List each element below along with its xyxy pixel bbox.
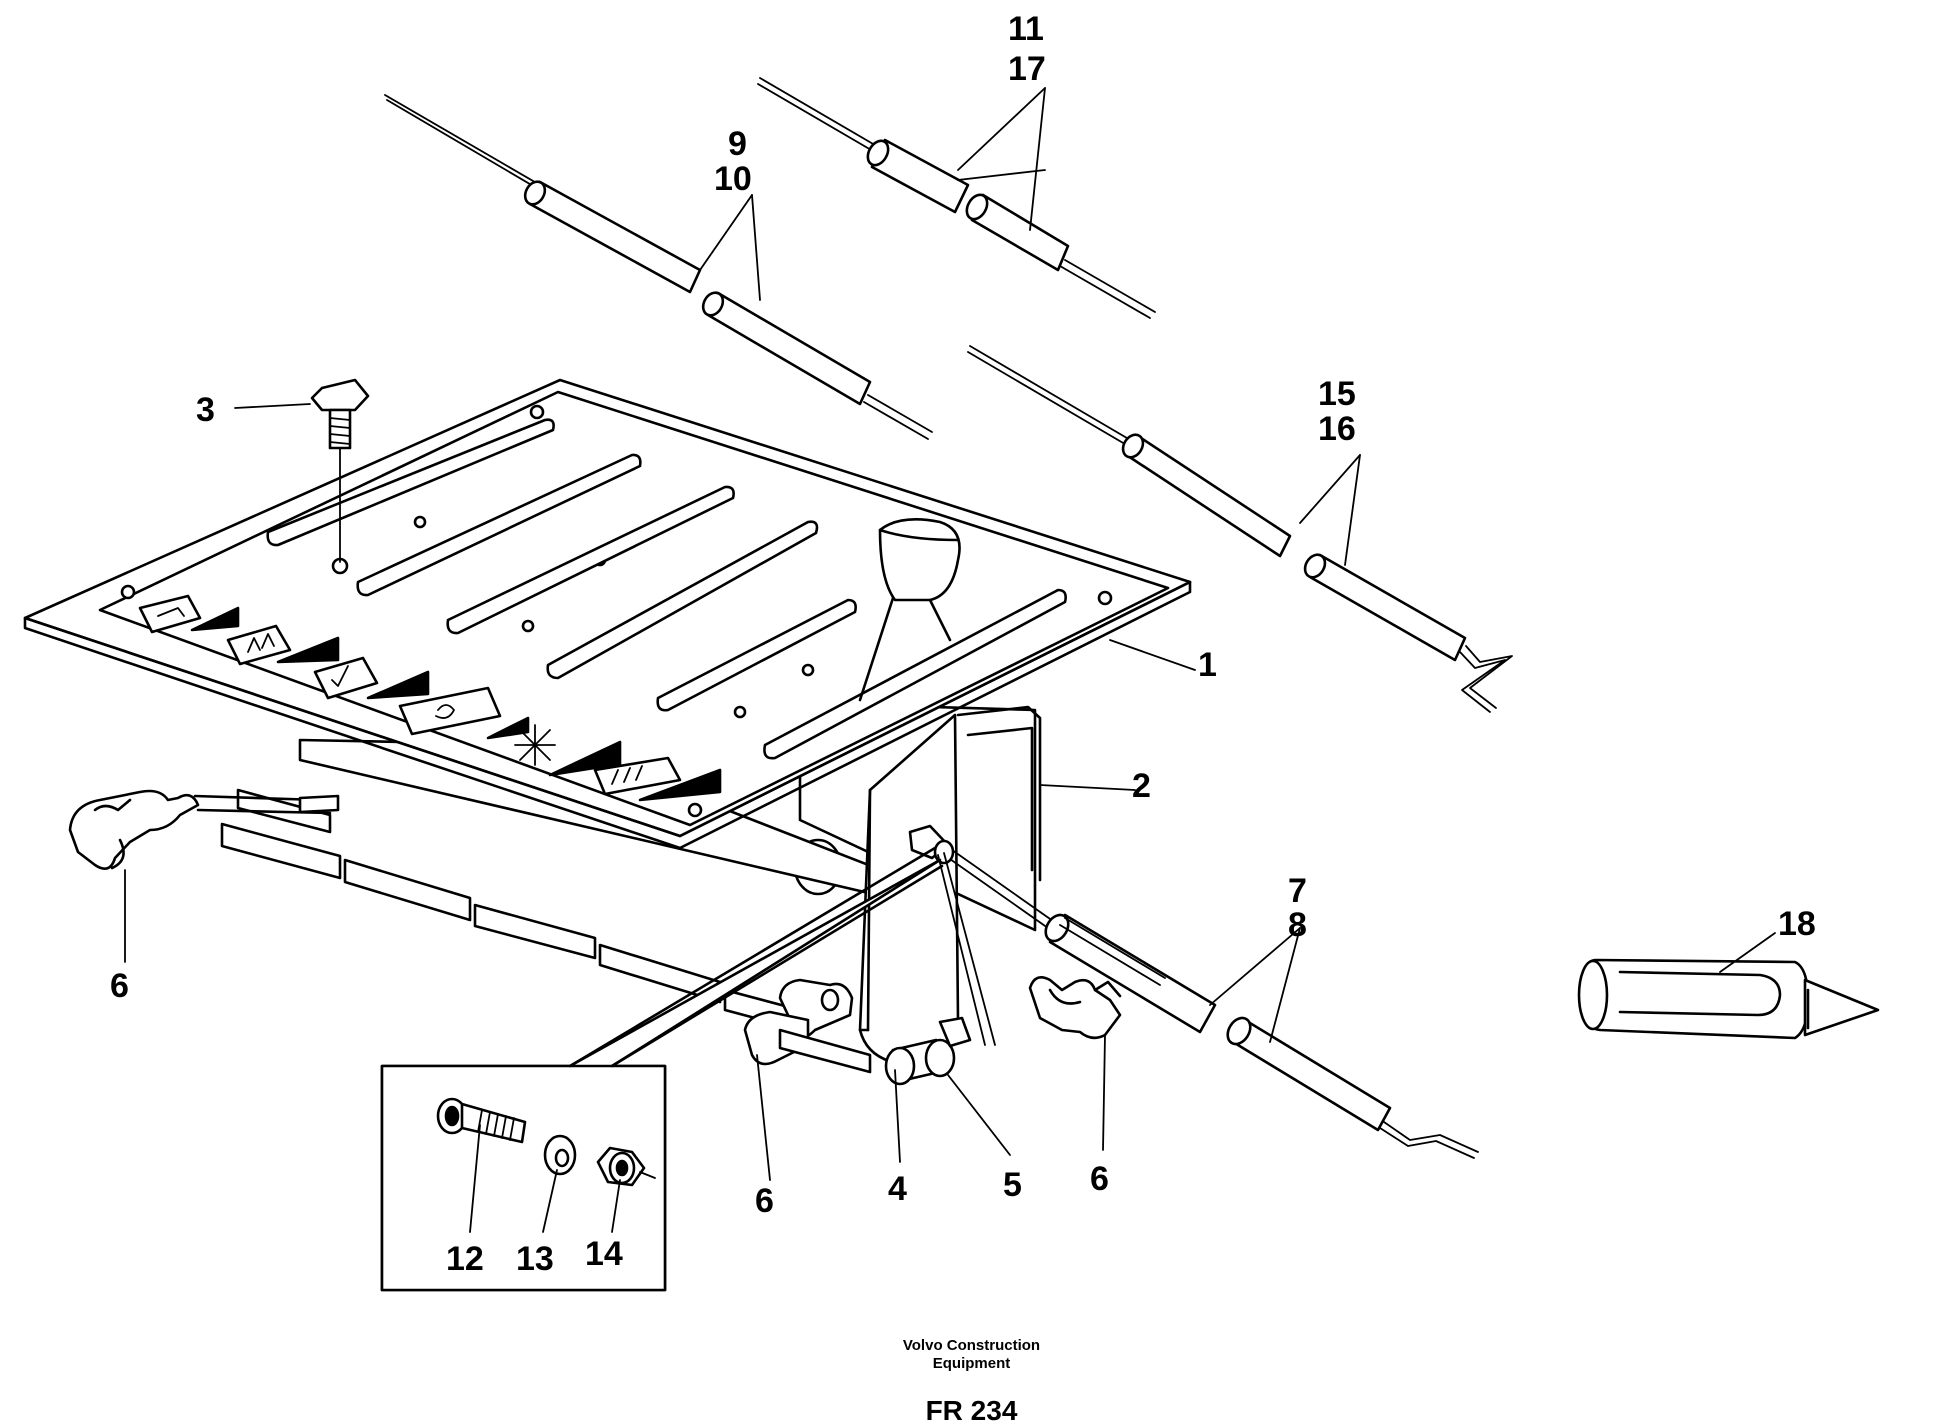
pivot-bolt xyxy=(908,824,996,1046)
callout-13: 13 xyxy=(516,1240,554,1278)
publisher-label: Volvo Construction Equipment xyxy=(0,1337,1943,1373)
control-cable-15-16 xyxy=(967,345,1513,713)
figure-code: FR 234 xyxy=(925,1395,1018,1426)
publisher-line-2: Equipment xyxy=(932,1355,1011,1372)
callout-6-right: 6 xyxy=(1090,1160,1109,1198)
callout-4: 4 xyxy=(888,1170,907,1208)
hex-screw xyxy=(310,378,370,563)
callout-8: 8 xyxy=(1288,906,1307,944)
control-panel-cover xyxy=(23,378,1192,850)
panel-symbols xyxy=(138,594,722,802)
clip-left xyxy=(68,789,340,870)
callout-2: 2 xyxy=(1132,767,1151,805)
clip-right xyxy=(1028,976,1122,1040)
leader-lines xyxy=(124,87,1776,1233)
control-cable-11-17 xyxy=(757,77,1156,319)
control-cable-9-10 xyxy=(384,94,933,440)
inset-nut-14 xyxy=(596,1146,656,1187)
lever-tab xyxy=(938,1016,972,1048)
callout-3: 3 xyxy=(196,391,215,429)
callout-12: 12 xyxy=(446,1240,484,1278)
callout-7: 7 xyxy=(1288,872,1307,910)
callout-18: 18 xyxy=(1778,905,1816,943)
callout-1: 1 xyxy=(1198,646,1217,684)
callout-17: 17 xyxy=(1008,50,1046,88)
inset-washer-13 xyxy=(543,1134,577,1176)
callout-10: 10 xyxy=(714,160,752,198)
publisher-line-1: Volvo Construction xyxy=(902,1337,1041,1354)
callout-5: 5 xyxy=(1003,1166,1022,1204)
callout-11: 11 xyxy=(1008,10,1044,48)
callout-6-left: 6 xyxy=(110,967,129,1005)
callout-16: 16 xyxy=(1318,410,1356,448)
sealant-tube xyxy=(1577,958,1880,1040)
callout-6-middle: 6 xyxy=(755,1182,774,1220)
linkage-rod-7-8 xyxy=(939,844,1479,1159)
callout-15: 15 xyxy=(1318,375,1356,413)
clip-middle xyxy=(743,978,872,1074)
callout-14: 14 xyxy=(585,1235,623,1273)
callout-labels: 1 2 3 4 5 6 6 6 7 8 9 10 11 12 13 14 15 … xyxy=(110,10,1816,1278)
callout-9: 9 xyxy=(728,125,747,163)
detail-inset xyxy=(380,846,944,1292)
snowflake-icon xyxy=(514,724,556,766)
roller-pin xyxy=(884,1038,956,1086)
inset-screw-12 xyxy=(436,1097,527,1144)
